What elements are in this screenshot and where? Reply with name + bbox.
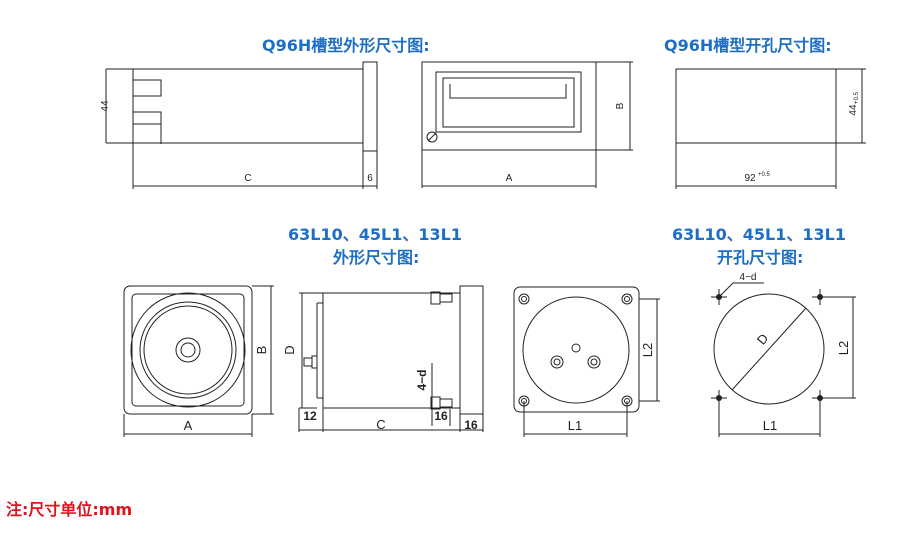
q96h-side-view bbox=[105, 61, 378, 189]
dim-92-tol-sup: +0.5 bbox=[758, 172, 771, 178]
round-dim-l2-label: L2 bbox=[640, 343, 655, 357]
heading-q96h-outline: Q96H槽型外形尺寸图: bbox=[262, 36, 430, 55]
dim-44-tol-sup: +0.5 bbox=[854, 91, 860, 104]
unit-note: 注:尺寸单位:mm bbox=[6, 500, 133, 519]
dim-44-label: 44 bbox=[100, 100, 111, 112]
round-dim-16-outer-label: 16 bbox=[464, 418, 478, 432]
round-dim-d-label: D bbox=[282, 345, 297, 354]
round-dim-a-label: A bbox=[184, 418, 193, 433]
cutout-dim-l1-label: L1 bbox=[763, 418, 777, 433]
dim-44-tol-label: 44 bbox=[848, 104, 859, 116]
heading-round-cutout-line2: 开孔尺寸图: bbox=[717, 248, 804, 267]
round-dim-b-label: B bbox=[254, 346, 269, 355]
dim-c-label: C bbox=[244, 173, 251, 184]
round-meter-back-view bbox=[513, 286, 660, 437]
heading-q96h-cutout: Q96H槽型开孔尺寸图: bbox=[664, 36, 832, 55]
round-dim-l1-label: L1 bbox=[568, 418, 582, 433]
round-dim-c-label: C bbox=[376, 417, 385, 432]
dim-6-label: 6 bbox=[367, 173, 373, 184]
round-meter-front-view bbox=[123, 285, 274, 437]
cutout-dim-4d-label: 4−d bbox=[740, 272, 757, 283]
dim-b-label: B bbox=[615, 102, 626, 109]
round-dim-12-label: 12 bbox=[303, 409, 317, 423]
heading-round-cutout-line1: 63L10、45L1、13L1 bbox=[672, 225, 846, 244]
round-cutout-view bbox=[711, 282, 856, 437]
cutout-dim-d-label: D bbox=[754, 331, 772, 348]
round-dim-16-inner-label: 16 bbox=[434, 409, 448, 423]
heading-round-outline-line2: 外形尺寸图: bbox=[333, 248, 420, 267]
dim-a-label: A bbox=[506, 173, 513, 184]
cutout-dim-l2-label: L2 bbox=[836, 341, 851, 355]
round-meter-side-view bbox=[298, 285, 484, 432]
heading-round-outline-line1: 63L10、45L1、13L1 bbox=[288, 225, 462, 244]
q96h-cutout-view bbox=[675, 68, 866, 189]
dim-92-label: 92 bbox=[744, 173, 756, 184]
round-dim-4d-label: 4−d bbox=[415, 369, 429, 390]
q96h-front-view bbox=[421, 61, 633, 188]
